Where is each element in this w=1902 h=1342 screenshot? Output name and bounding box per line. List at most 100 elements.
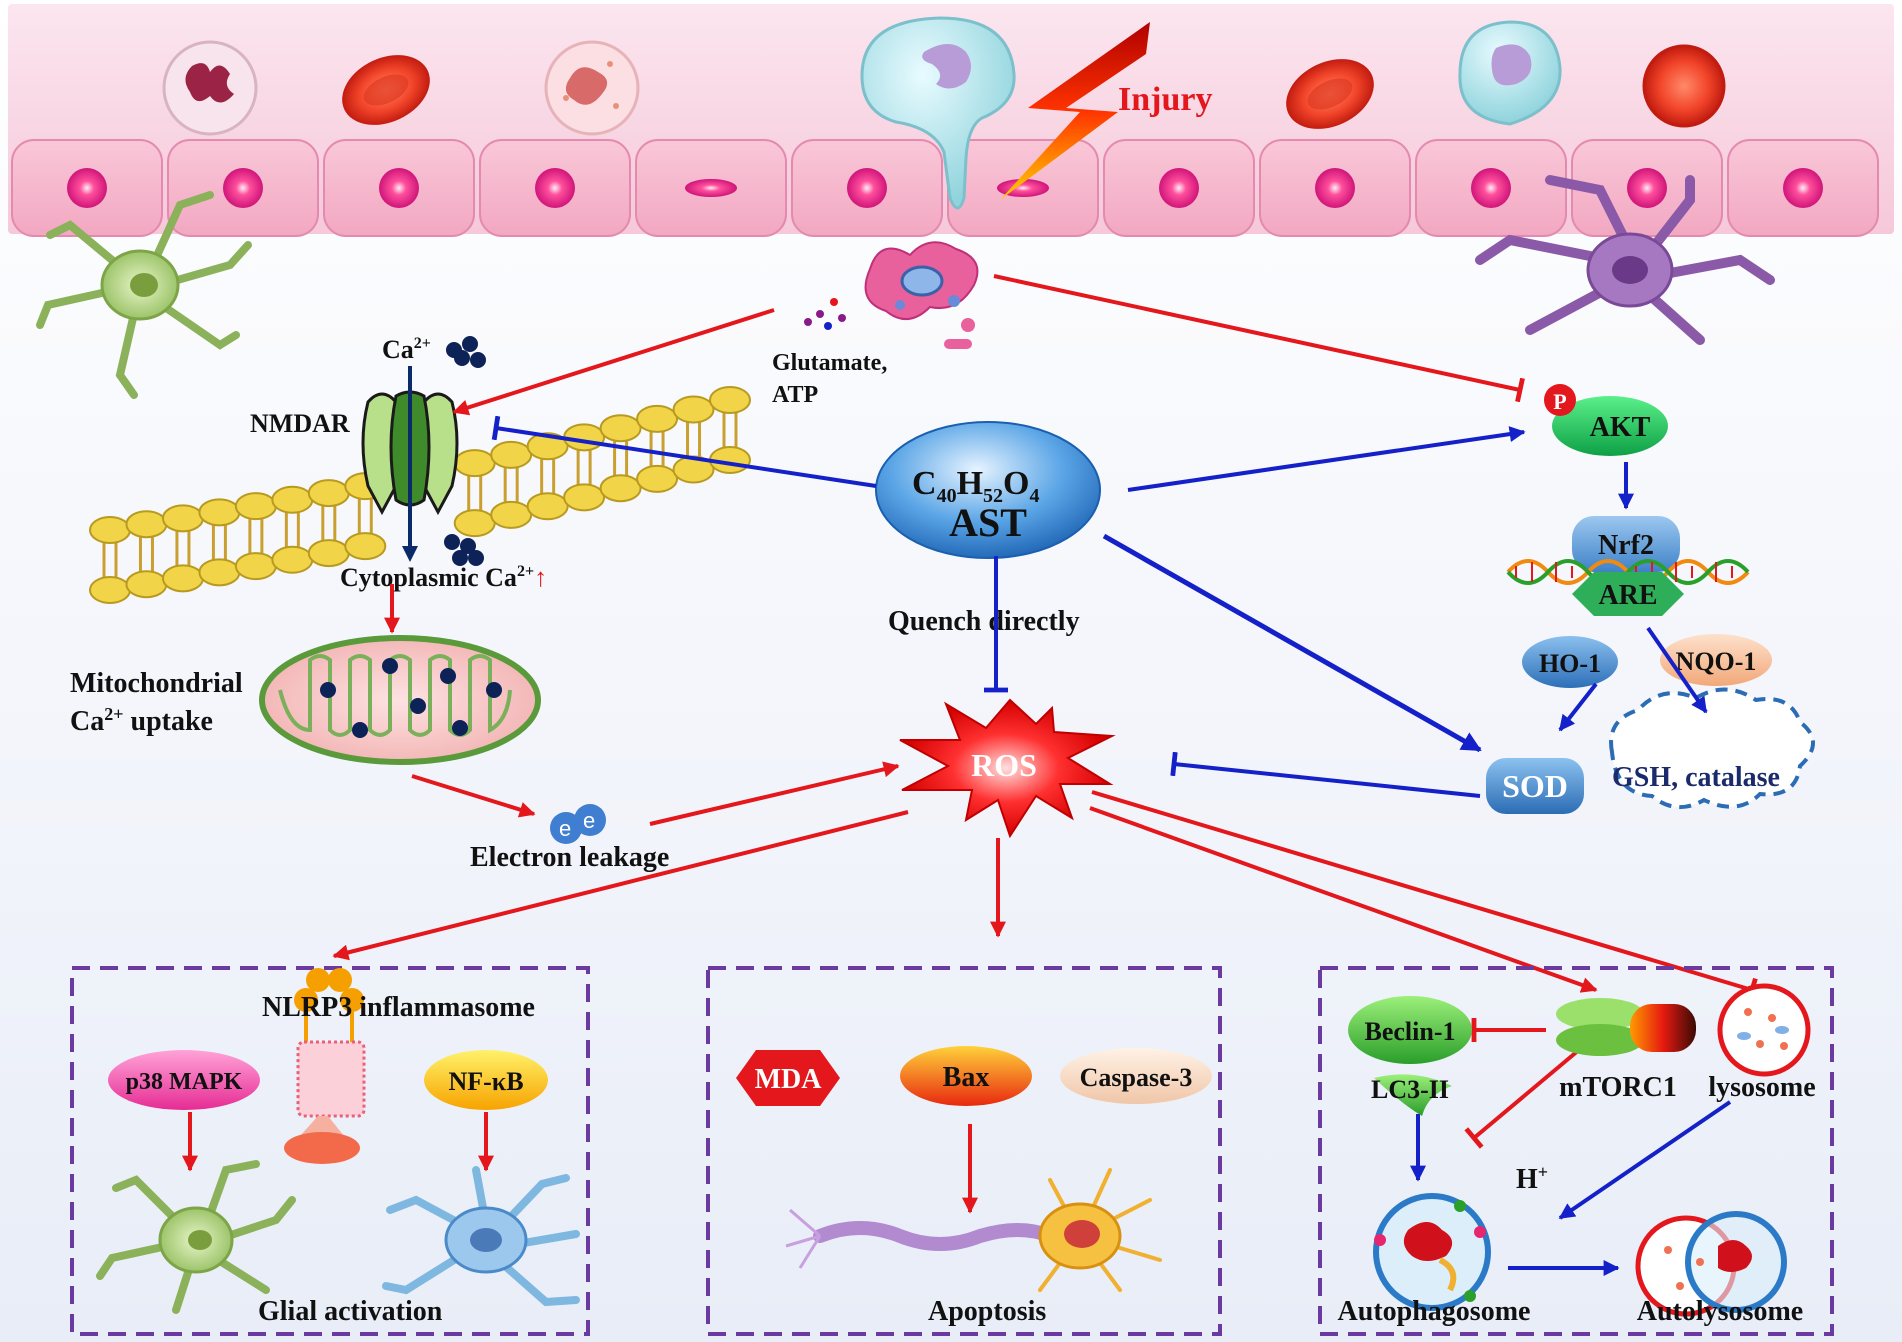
phospholipid [89, 516, 131, 604]
are-label: ARE [1598, 580, 1657, 611]
phospholipid [490, 440, 533, 529]
glial-activation-label: Glial activation [258, 1296, 443, 1327]
pathway-arrows [182, 274, 1758, 1276]
red-blood-cell-icon [1642, 44, 1726, 128]
ros-label: ROS [971, 747, 1037, 783]
lc3-shape-icon [1374, 1074, 1452, 1116]
autophagy-box: Beclin-1 LC3-II mTORC1 lysosome H+ Autop… [1318, 966, 1834, 1336]
bax-label: Bax [943, 1062, 990, 1093]
ho1-label: HO-1 [1539, 649, 1601, 678]
microglia-icon [96, 1160, 296, 1314]
phospholipid [636, 404, 679, 493]
are-node: ARE [1572, 572, 1684, 616]
endothelial-cell [167, 139, 319, 237]
p38-label: p38 MAPK [126, 1069, 243, 1095]
ast-node: C40H52O4 AST [875, 421, 1101, 559]
endothelial-cell-row [11, 139, 1879, 237]
autolysosome-icon [1635, 1211, 1787, 1317]
apoptosis-label: Apoptosis [928, 1296, 1046, 1327]
nqo1-node: NQO-1 [1660, 634, 1772, 686]
eosinophil-icon [544, 40, 640, 136]
mtorc1-label: mTORC1 [1559, 1072, 1677, 1103]
calcium-ions-icon [444, 336, 486, 566]
glutamate-label: Glutamate, [772, 350, 887, 376]
phospholipid [198, 498, 241, 587]
beclin1-label: Beclin-1 [1365, 1017, 1456, 1046]
caspase3-label: Caspase-3 [1080, 1063, 1193, 1092]
ca-label: Ca2+ [382, 335, 431, 364]
phospholipid [709, 386, 751, 474]
nlrp3-inflammasome-icon [284, 968, 366, 1164]
akt-node: P AKT [1544, 384, 1668, 456]
phospholipid [526, 432, 569, 521]
mitochondrion-icon [259, 635, 541, 765]
monocyte-icon [860, 16, 1016, 210]
ast-label: AST [949, 500, 1027, 545]
atp-label: ATP [772, 382, 818, 408]
microglia-icon [36, 191, 252, 399]
damaged-cell-icon [864, 241, 979, 349]
phospholipid [672, 395, 715, 484]
gsh-catalase-label: GSH, catalase [1612, 762, 1780, 793]
apoptosis-box: MDA Bax Caspase-3 Apoptosis [706, 966, 1222, 1336]
nqo1-label: NQO-1 [1676, 647, 1757, 676]
endothelial-cell [791, 139, 943, 237]
lc3-label: LC3-II [1371, 1075, 1449, 1104]
electron-leakage-label: Electron leakage [470, 842, 669, 873]
lysosome-icon [1717, 983, 1811, 1077]
astrocyte-icon [382, 1166, 580, 1307]
p38-mapk-node: p38 MAPK [108, 1050, 260, 1110]
svg-text:e: e [583, 808, 595, 833]
phospholipid [234, 492, 277, 581]
blood-vessel: Injury [8, 4, 1894, 237]
phospholipid [599, 414, 642, 503]
red-blood-cell-icon [342, 55, 430, 125]
apoptotic-neuron-icon [785, 1168, 1162, 1292]
endothelial-cell [1415, 139, 1567, 237]
phospholipid [307, 479, 350, 568]
autophagosome-icon [1373, 1193, 1491, 1311]
glial-activation-box: NLRP3 inflammasome p38 MAPK NF-κB Glia [70, 966, 590, 1336]
injury-label: Injury [1118, 81, 1212, 118]
endothelial-cell [1259, 139, 1411, 237]
endothelial-cell [11, 139, 163, 237]
sod-node: SOD GSH, catalase [1486, 687, 1815, 814]
h-plus-label: H+ [1516, 1162, 1548, 1195]
svg-text:e: e [559, 816, 571, 841]
mda-node: MDA [736, 1050, 840, 1106]
lysosome-label: lysosome [1708, 1072, 1815, 1103]
autolysosome-label: Autolysosome [1637, 1296, 1803, 1327]
beclin1-node: Beclin-1 [1348, 996, 1472, 1064]
mito-uptake-label: Ca2+ uptake [70, 704, 213, 737]
phospholipid [271, 485, 314, 574]
mda-label: MDA [755, 1064, 823, 1095]
phospholipid [161, 504, 204, 593]
astrocyte-icon [1475, 175, 1775, 345]
neutrophil-icon [162, 40, 258, 136]
glutamate-atp-molecules-icon [804, 298, 846, 330]
caspase3-node: Caspase-3 [1060, 1048, 1212, 1104]
nfkb-label: NF-κB [448, 1067, 523, 1096]
phospholipid [563, 423, 606, 512]
nfkb-node: NF-κB [424, 1050, 548, 1110]
ast-formula: C40H52O4 [912, 465, 1039, 507]
nlrp3-label: NLRP3 inflammasome [262, 992, 535, 1023]
quench-directly-label: Quench directly [888, 606, 1080, 637]
nrf2-node: Nrf2 [1572, 516, 1680, 572]
endothelial-cell [323, 139, 475, 237]
autophagosome-label: Autophagosome [1338, 1296, 1531, 1327]
cell-membrane [89, 386, 751, 604]
sod-label: SOD [1502, 768, 1568, 804]
nmdar-label: NMDAR [250, 409, 350, 438]
mtorc1-node [1556, 998, 1696, 1056]
phospholipid [453, 449, 496, 538]
nrf2-label: Nrf2 [1598, 530, 1654, 561]
electron-icon: e e [550, 804, 606, 844]
bax-node: Bax [900, 1046, 1032, 1106]
endothelial-cell [1727, 139, 1879, 237]
endothelial-cell [479, 139, 631, 237]
ros-node: ROS [899, 698, 1116, 839]
akt-label: AKT [1590, 412, 1651, 443]
phospholipid [125, 510, 168, 599]
